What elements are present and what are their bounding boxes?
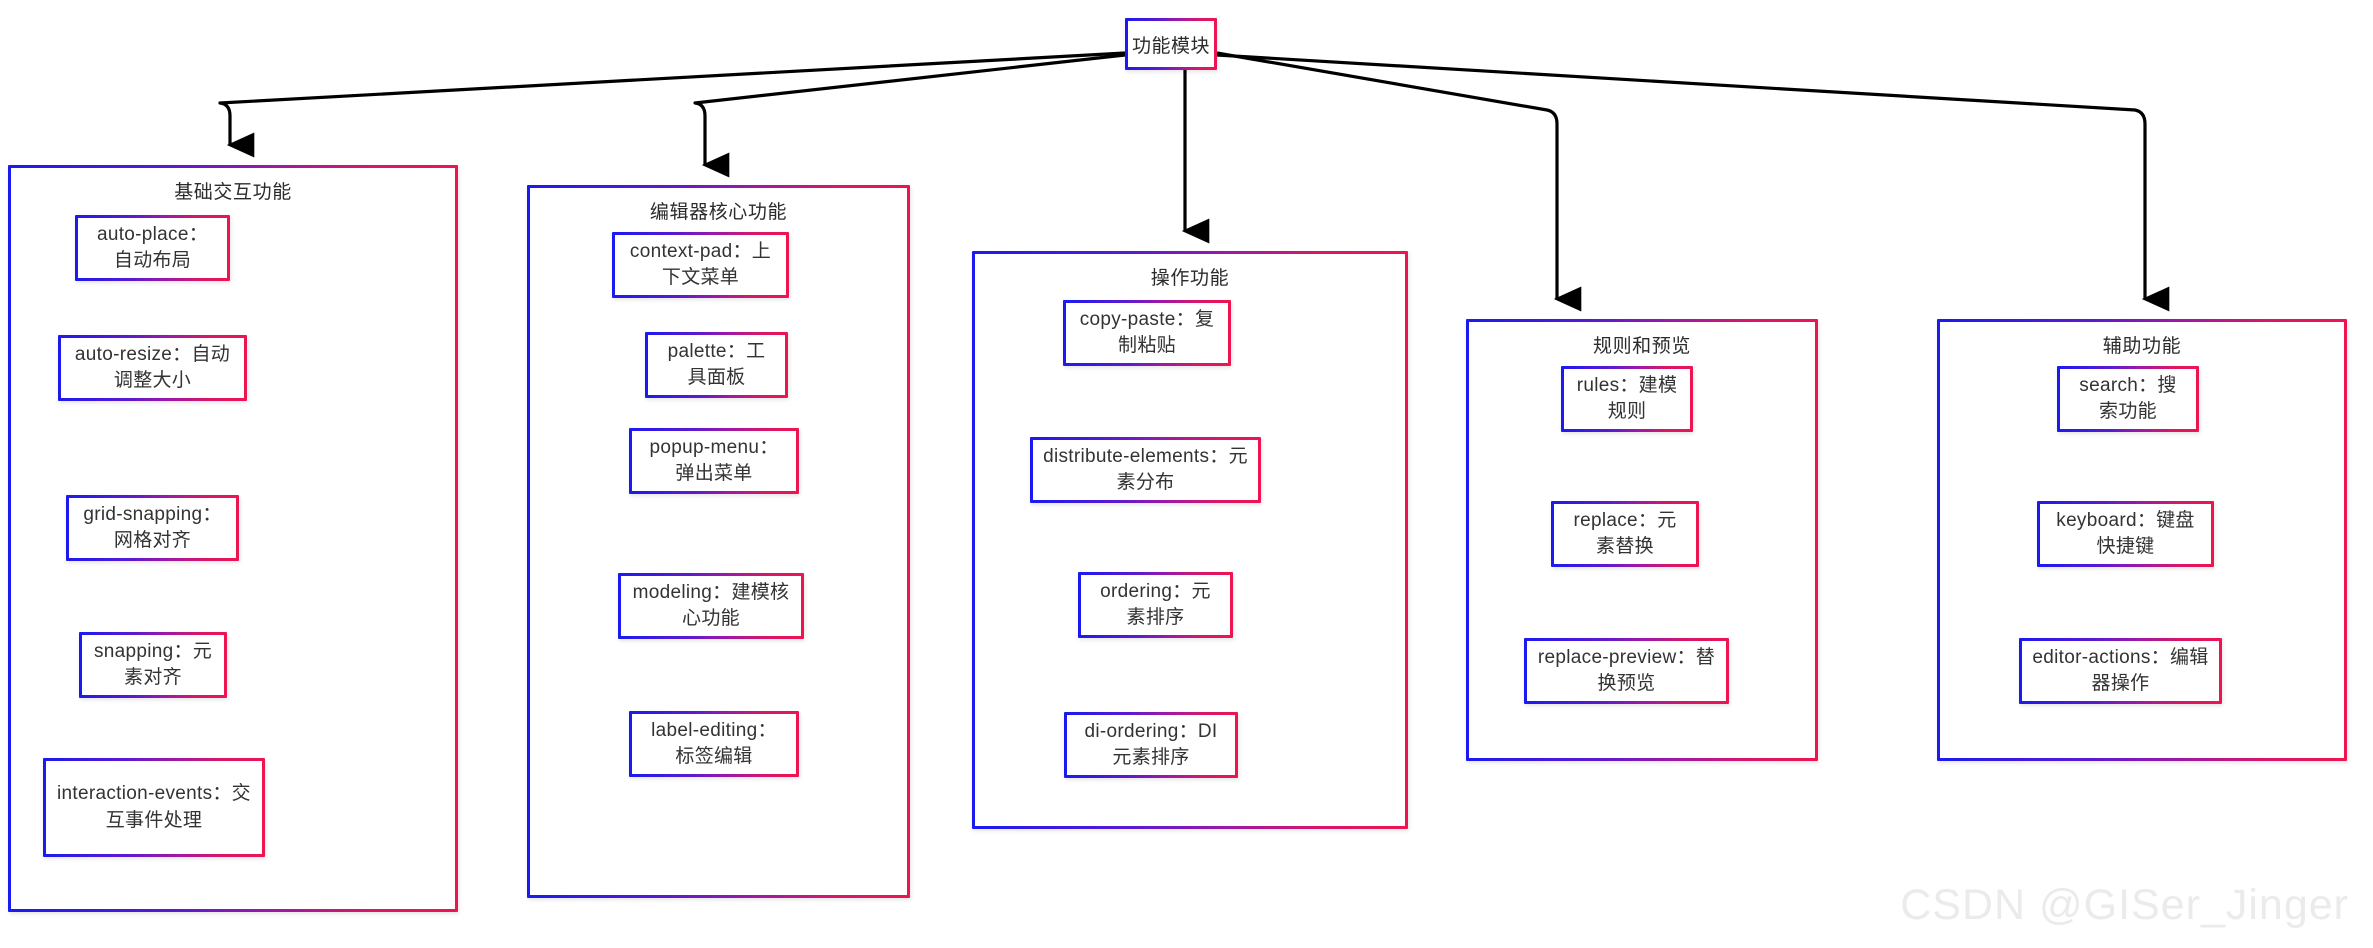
- leaf-node-label: snapping：元素对齐: [93, 640, 213, 688]
- leaf-node-replace[interactable]: replace：元素替换: [1551, 501, 1699, 567]
- leaf-node-label: rules：建模规则: [1576, 374, 1678, 422]
- leaf-node-distribute-elements[interactable]: distribute-elements：元素分布: [1030, 437, 1261, 503]
- leaf-node-copy-paste[interactable]: copy-paste：复制粘贴: [1063, 300, 1231, 366]
- leaf-node-label: grid-snapping：网格对齐: [83, 503, 222, 551]
- leaf-node-label: context-pad：上下文菜单: [629, 240, 772, 288]
- leaf-node-label: palette：工具面板: [667, 340, 766, 388]
- leaf-node-ordering[interactable]: ordering：元素排序: [1078, 572, 1233, 638]
- leaf-node-snapping[interactable]: snapping：元素对齐: [79, 632, 227, 698]
- leaf-node-context-pad[interactable]: context-pad：上下文菜单: [612, 232, 789, 298]
- leaf-node-auto-place[interactable]: auto-place：自动布局: [75, 215, 230, 281]
- leaf-node-label: popup-menu：弹出菜单: [649, 436, 779, 484]
- leaf-node-label: label-editing：标签编辑: [651, 719, 777, 767]
- group-title-2: 操作功能: [1150, 268, 1230, 289]
- leaf-node-popup-menu[interactable]: popup-menu：弹出菜单: [629, 428, 799, 494]
- leaf-node-label: auto-resize：自动调整大小: [74, 343, 231, 391]
- leaf-node-label: interaction-events：交互事件处理: [57, 783, 251, 831]
- watermark: CSDN @GISer_Jinger: [1900, 881, 2349, 929]
- leaf-node-di-ordering[interactable]: di-ordering：DI元素排序: [1064, 712, 1238, 778]
- leaf-node-label: editor-actions：编辑器操作: [2032, 646, 2209, 694]
- leaf-node-search[interactable]: search：搜索功能: [2057, 366, 2199, 432]
- leaf-node-label: di-ordering：DI元素排序: [1084, 720, 1218, 768]
- leaf-node-modeling[interactable]: modeling：建模核心功能: [618, 573, 804, 639]
- root-node-label: 功能模块: [1131, 35, 1210, 57]
- leaf-node-label: copy-paste：复制粘贴: [1079, 308, 1215, 356]
- group-title-0: 基础交互功能: [174, 182, 292, 203]
- leaf-node-label: distribute-elements：元素分布: [1043, 445, 1248, 493]
- group-title-4: 辅助功能: [2102, 336, 2182, 357]
- leaf-node-palette[interactable]: palette：工具面板: [645, 332, 788, 398]
- leaf-node-rules[interactable]: rules：建模规则: [1561, 366, 1693, 432]
- leaf-node-label: replace：元素替换: [1573, 509, 1677, 557]
- leaf-node-label: keyboard：键盘快捷键: [2056, 509, 2195, 557]
- leaf-node-editor-actions[interactable]: editor-actions：编辑器操作: [2019, 638, 2222, 704]
- group-title-1: 编辑器核心功能: [649, 202, 788, 223]
- connector-to-basic-interaction: [218, 51, 1126, 158]
- leaf-node-replace-preview[interactable]: replace-preview：替换预览: [1524, 638, 1729, 704]
- leaf-node-label-editing[interactable]: label-editing：标签编辑: [629, 711, 799, 777]
- group-title-3: 规则和预览: [1592, 336, 1691, 357]
- leaf-node-label: search：搜索功能: [2079, 374, 2177, 422]
- leaf-node-label: ordering：元素排序: [1100, 580, 1211, 628]
- leaf-node-interaction-events[interactable]: interaction-events：交互事件处理: [43, 758, 265, 857]
- leaf-node-label: auto-place：自动布局: [96, 223, 209, 271]
- leaf-node-label: modeling：建模核心功能: [632, 581, 790, 629]
- leaf-node-label: replace-preview：替换预览: [1537, 646, 1716, 694]
- group-container-1[interactable]: 编辑器核心功能: [527, 185, 910, 898]
- leaf-node-keyboard[interactable]: keyboard：键盘快捷键: [2037, 501, 2214, 567]
- leaf-node-grid-snapping[interactable]: grid-snapping：网格对齐: [66, 495, 239, 561]
- root-node[interactable]: 功能模块: [1125, 18, 1217, 70]
- leaf-node-auto-resize[interactable]: auto-resize：自动调整大小: [58, 335, 247, 401]
- connector-to-editor-core: [693, 53, 1126, 178]
